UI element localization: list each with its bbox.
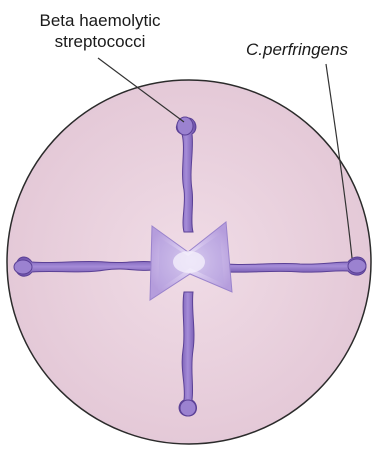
streak-end-left xyxy=(14,260,32,274)
streak-end-top xyxy=(177,117,193,135)
streak-end-right xyxy=(348,259,366,273)
label-beta-line2: streptococci xyxy=(14,31,186,52)
label-beta-line1: Beta haemolytic xyxy=(14,10,186,31)
label-beta-haemolytic-streptococci: Beta haemolytic streptococci xyxy=(14,10,186,52)
synergy-centre-highlight xyxy=(173,251,205,273)
streak-end-bottom xyxy=(180,400,196,416)
label-c-perfringens: C.perfringens xyxy=(246,39,348,60)
